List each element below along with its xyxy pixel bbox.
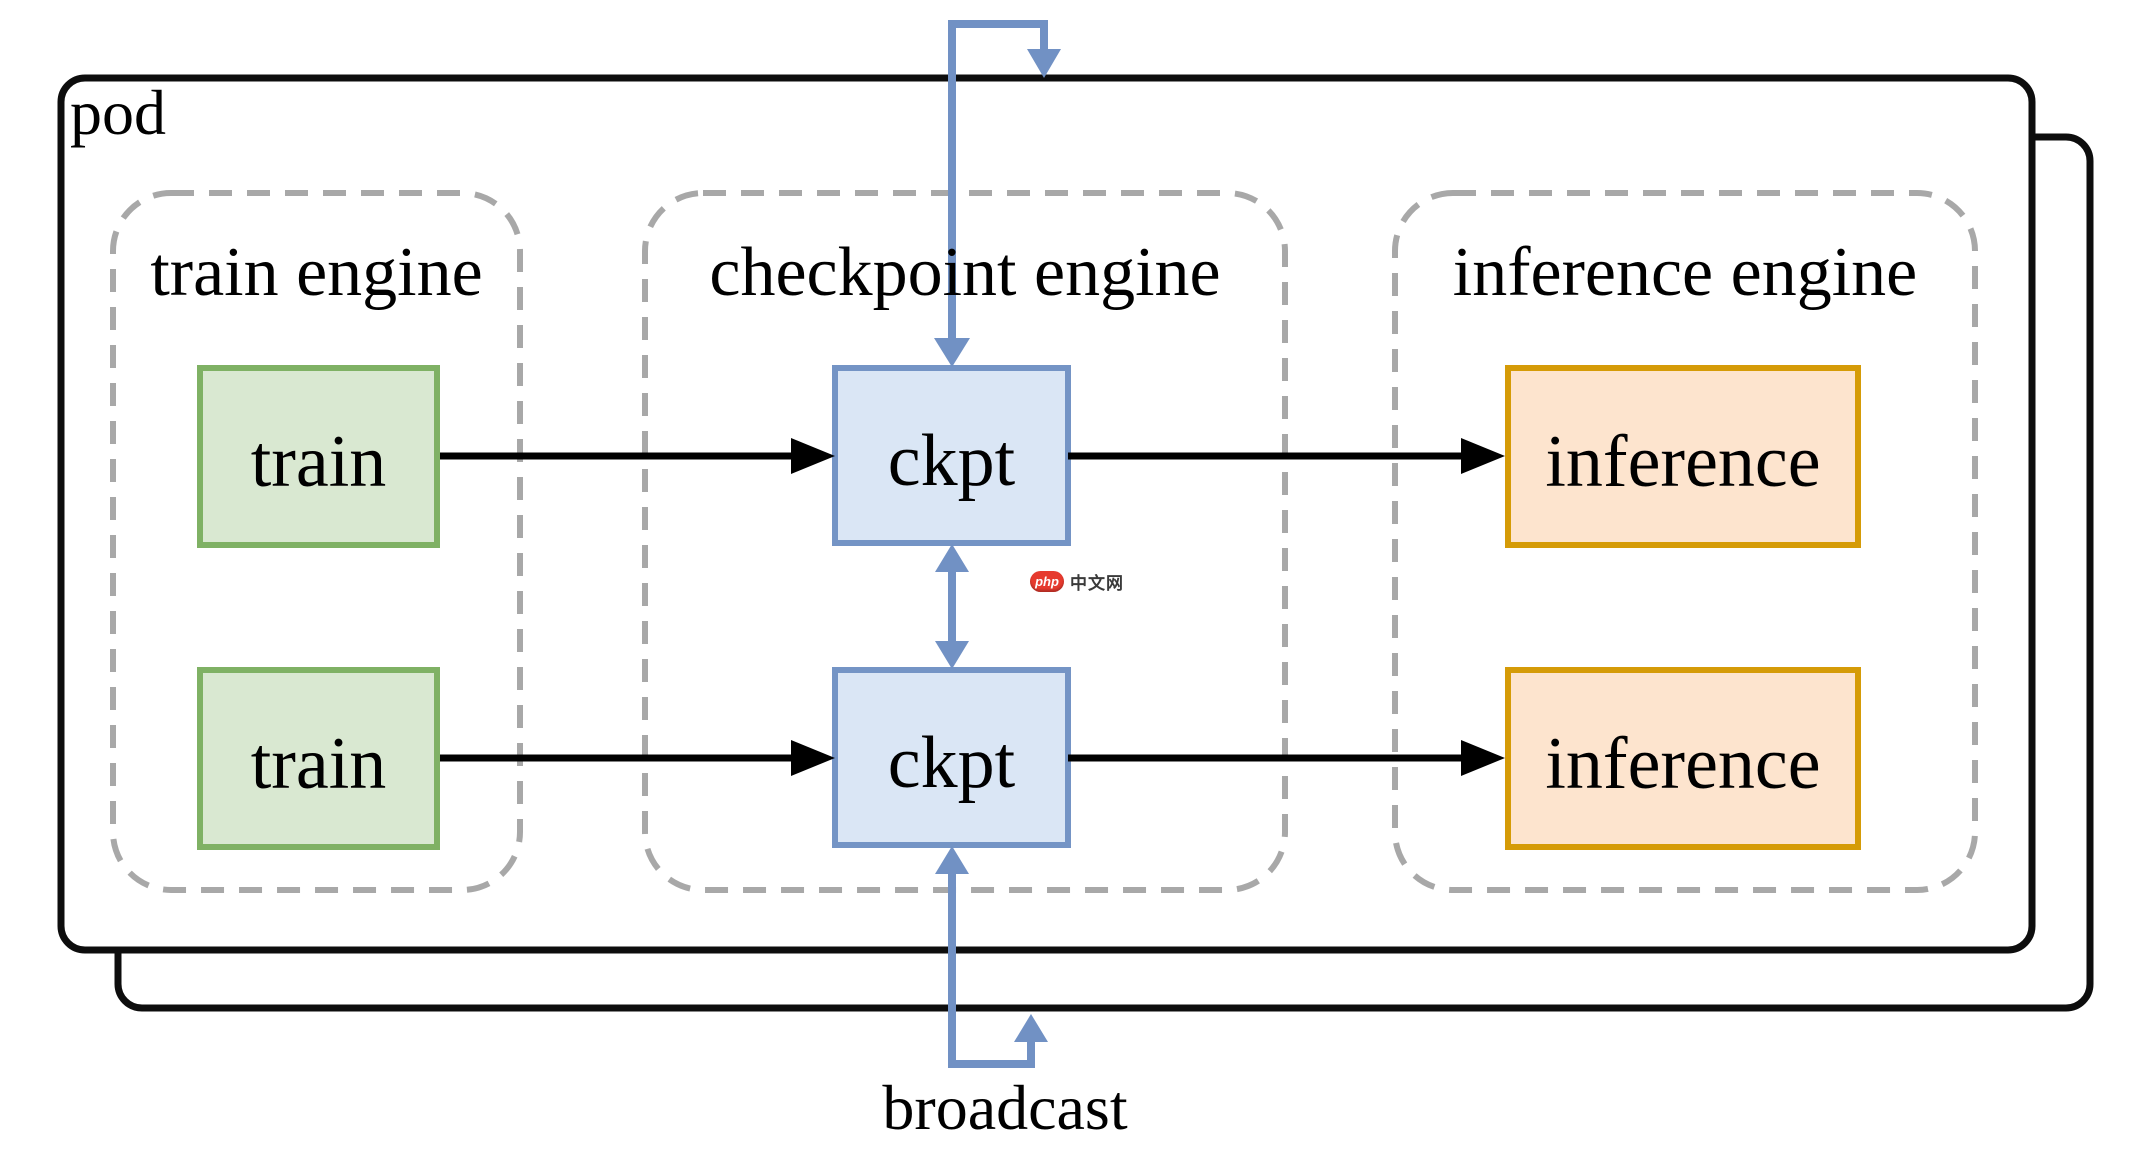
train-box-1 <box>197 365 440 548</box>
arrow-train1-to-ckpt1 <box>440 438 835 474</box>
arrowhead-right-icon <box>791 438 835 474</box>
arrowhead-up-icon <box>935 544 969 572</box>
inference-box-1 <box>1505 365 1861 548</box>
inference-box-1-label: inference <box>1545 420 1821 503</box>
ckpt-sync-double-arrow <box>935 544 969 669</box>
arrowhead-right-icon <box>1461 438 1505 474</box>
broadcast-top-loop-arrow <box>934 20 1061 367</box>
arrow-ckpt2-to-inference2 <box>1068 740 1505 776</box>
arrow-ckpt1-to-inference1 <box>1068 438 1505 474</box>
train-box-2-label: train <box>250 722 387 805</box>
inference-engine-label: inference engine <box>1452 234 1918 311</box>
ckpt-box-2-label: ckpt <box>887 721 1016 804</box>
inference-box-2 <box>1505 667 1861 850</box>
arrowhead-right-icon <box>791 740 835 776</box>
arrowhead-down-icon <box>935 641 969 669</box>
arrowhead-down-icon <box>934 338 970 367</box>
checkpoint-engine-label: checkpoint engine <box>709 234 1221 311</box>
train-engine-label: train engine <box>150 234 483 311</box>
train-box-1-label: train <box>250 420 387 503</box>
watermark: php 中文网 <box>1030 568 1124 594</box>
train-engine-dashed-box <box>110 190 523 893</box>
arrowhead-up-icon <box>1014 1014 1048 1042</box>
broadcast-bottom-loop-arrow <box>935 846 1048 1068</box>
arrow-train2-to-ckpt2 <box>440 740 835 776</box>
inference-engine-dashed-box <box>1392 190 1978 893</box>
pod-label: pod <box>70 77 166 148</box>
arrowhead-up-icon <box>935 846 969 874</box>
watermark-site-name: 中文网 <box>1070 573 1124 593</box>
arrowhead-down-icon <box>1027 49 1061 78</box>
train-box-2 <box>197 667 440 850</box>
broadcast-label: broadcast <box>882 1072 1128 1143</box>
ckpt-box-1-label: ckpt <box>887 419 1016 502</box>
inference-box-2-label: inference <box>1545 722 1821 805</box>
arrowhead-right-icon <box>1461 740 1505 776</box>
php-logo-icon: php <box>1030 570 1064 592</box>
